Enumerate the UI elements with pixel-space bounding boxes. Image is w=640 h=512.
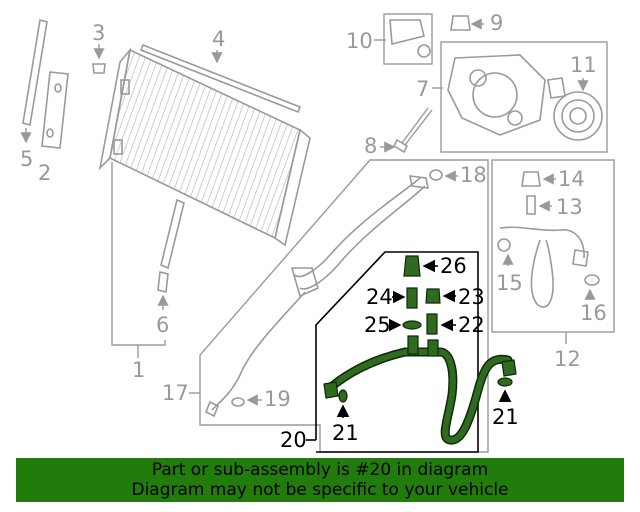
part-26-valve-core [403,255,438,277]
callout-4: 4 [212,27,225,51]
callout-12: 12 [554,347,581,371]
callout-23: 23 [458,285,485,309]
part-7-compressor-box [432,41,608,153]
callout-19: 19 [264,387,291,411]
callout-25: 25 [364,313,391,337]
part-16-oring [584,274,600,300]
part-21-oring-left [336,389,350,418]
callout-21-left: 21 [332,421,359,445]
callout-21-right: 21 [492,405,519,429]
part-21-oring-right [497,377,513,403]
part-2-bracket [41,71,69,149]
part-11-clutch [547,77,603,141]
callout-10: 10 [346,29,373,53]
callout-8: 8 [364,134,377,158]
callout-24: 24 [366,285,393,309]
part-17-hose [204,175,430,418]
part-info-banner: Part or sub-assembly is #20 in diagram D… [16,458,624,502]
callout-22: 22 [458,313,485,337]
part-3-bolt [92,44,106,74]
part-4-seal [139,43,302,114]
callout-11: 11 [570,53,597,77]
part-12-box [491,159,615,344]
part-15-oring [497,238,514,266]
callout-3: 3 [92,21,105,45]
callout-13: 13 [556,195,583,219]
callout-9: 9 [490,11,503,35]
callout-20: 20 [280,428,307,452]
part-24-valve [392,287,418,309]
callout-26: 26 [440,254,467,278]
callout-16: 16 [580,301,607,325]
part-19-oring [231,394,262,407]
part-17-region [199,159,489,453]
part-9-cap [450,15,484,31]
part-23-cap [425,288,456,304]
callout-6: 6 [156,313,169,337]
part-20-region [315,251,479,453]
callout-7: 7 [416,77,429,101]
callout-17: 17 [162,381,189,405]
callout-1: 1 [132,358,145,382]
part-25-oring [388,318,422,332]
banner-line-2: Diagram may not be specific to your vehi… [131,480,509,500]
part-1-condenser [98,47,311,247]
callout-18: 18 [460,163,487,187]
part-8-bolt [380,107,433,154]
callout-14: 14 [558,167,585,191]
part-22-valve [426,313,456,335]
banner-line-1: Part or sub-assembly is #20 in diagram [151,460,489,480]
part-20-hose-assembly [323,335,517,445]
part-13-valve [526,195,552,215]
callout-15: 15 [496,271,523,295]
part-5-strip [20,18,48,144]
part-14-cap [521,171,556,187]
part-6-drier [157,198,185,310]
callout-2: 2 [38,161,51,185]
callout-5: 5 [20,147,33,171]
part-10-box [374,13,433,65]
part-18-oring [429,169,458,182]
